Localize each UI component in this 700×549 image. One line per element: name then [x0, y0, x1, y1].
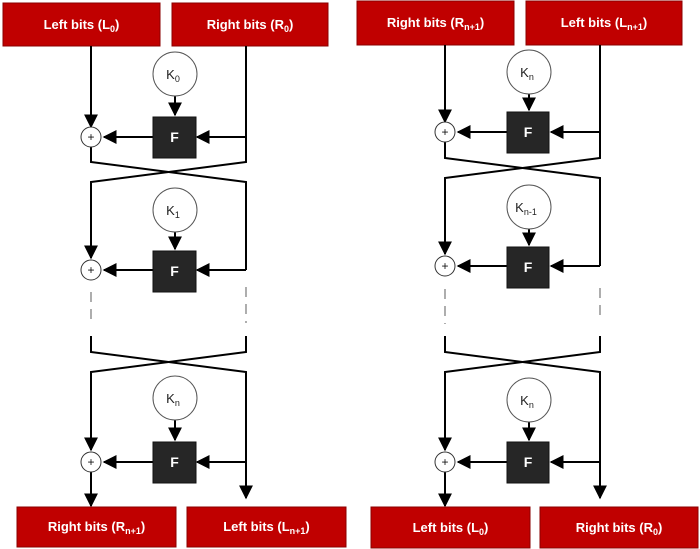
right-r3-function-label: F	[524, 454, 533, 470]
right-round3: Kn F +	[434, 377, 552, 484]
right-cross2-b	[438, 336, 601, 452]
left-r2-key-label: K1	[166, 203, 180, 220]
right-r2-key-label: Kn-1	[515, 200, 537, 217]
left-r2-function-box	[152, 250, 197, 293]
right-input-left-label: Right bits (Rn+1)	[387, 15, 484, 32]
right-cross1-b	[438, 132, 601, 256]
left-input-left-label: Left bits (L0)	[44, 17, 120, 34]
left-cross1-b	[84, 137, 247, 260]
left-r1-xor-label: +	[87, 130, 94, 144]
left-r1-xor-circle	[80, 126, 102, 148]
right-r2-xor-circle	[434, 255, 456, 277]
right-round1: Kn F +	[434, 49, 552, 154]
right-output-left-label: Left bits (L0)	[413, 520, 489, 537]
left-r3-function-box	[152, 441, 197, 484]
right-r1-xor-circle	[434, 121, 456, 143]
left-input-right-label: Right bits (R0)	[207, 17, 294, 34]
right-r1-function-label: F	[524, 124, 533, 140]
right-r2-xor-label: +	[441, 259, 448, 273]
left-r2-xor-label: +	[87, 263, 94, 277]
right-r2-function-label: F	[524, 259, 533, 275]
right-r1-key-label: Kn	[520, 65, 534, 82]
left-cross2-b	[84, 336, 247, 452]
left-round3: Kn F +	[80, 375, 198, 484]
left-r3-function-label: F	[170, 454, 179, 470]
right-output-right-label: Right bits (R0)	[576, 520, 663, 537]
right-output-left-box: Left bits (L0)	[370, 506, 531, 549]
left-input-right-box: Right bits (R0)	[171, 2, 329, 47]
right-r3-function-box	[506, 441, 550, 484]
right-r1-function-box	[506, 111, 550, 154]
right-input-right-label: Left bits (Ln+1)	[561, 15, 648, 32]
right-network: Right bits (Rn+1) Left bits (Ln+1)	[356, 0, 699, 549]
right-r1-key-circle	[506, 49, 552, 95]
right-r3-key-label: Kn	[520, 393, 534, 410]
left-r2-key-circle	[152, 187, 198, 233]
left-r3-xor-label: +	[87, 455, 94, 469]
left-r2-function-label: F	[170, 263, 179, 279]
left-r3-key-label: Kn	[166, 391, 180, 408]
right-input-left-box: Right bits (Rn+1)	[356, 0, 515, 46]
left-r1-key-label: K0	[166, 67, 180, 84]
left-round2: K1 F +	[80, 187, 198, 293]
left-round1: K0 F +	[80, 51, 198, 159]
right-input-right-box: Left bits (Ln+1)	[525, 0, 683, 46]
left-r1-key-circle	[152, 51, 198, 97]
right-round2: Kn-1 F +	[434, 184, 552, 289]
left-r1-function-box	[152, 116, 197, 159]
left-r3-key-circle	[152, 375, 198, 421]
right-r1-xor-label: +	[441, 125, 448, 139]
left-output-right-label: Left bits (Ln+1)	[223, 519, 310, 536]
left-output-left-box: Right bits (Rn+1)	[16, 506, 177, 548]
left-r2-xor-circle	[80, 259, 102, 281]
right-r3-xor-label: +	[441, 455, 448, 469]
left-input-left-box: Left bits (L0)	[2, 2, 161, 47]
left-r1-function-label: F	[170, 129, 179, 145]
left-r3-xor-circle	[80, 451, 102, 473]
right-r3-xor-circle	[434, 451, 456, 473]
right-r2-function-box	[506, 246, 550, 289]
right-r2-key-circle	[506, 184, 552, 230]
left-output-right-box: Left bits (Ln+1)	[186, 506, 347, 548]
right-r3-key-circle	[506, 377, 552, 423]
right-output-right-box: Right bits (R0)	[539, 506, 699, 549]
left-output-left-label: Right bits (Rn+1)	[48, 519, 145, 536]
left-network: Left bits (L0) Right bits (R0)	[2, 2, 347, 548]
